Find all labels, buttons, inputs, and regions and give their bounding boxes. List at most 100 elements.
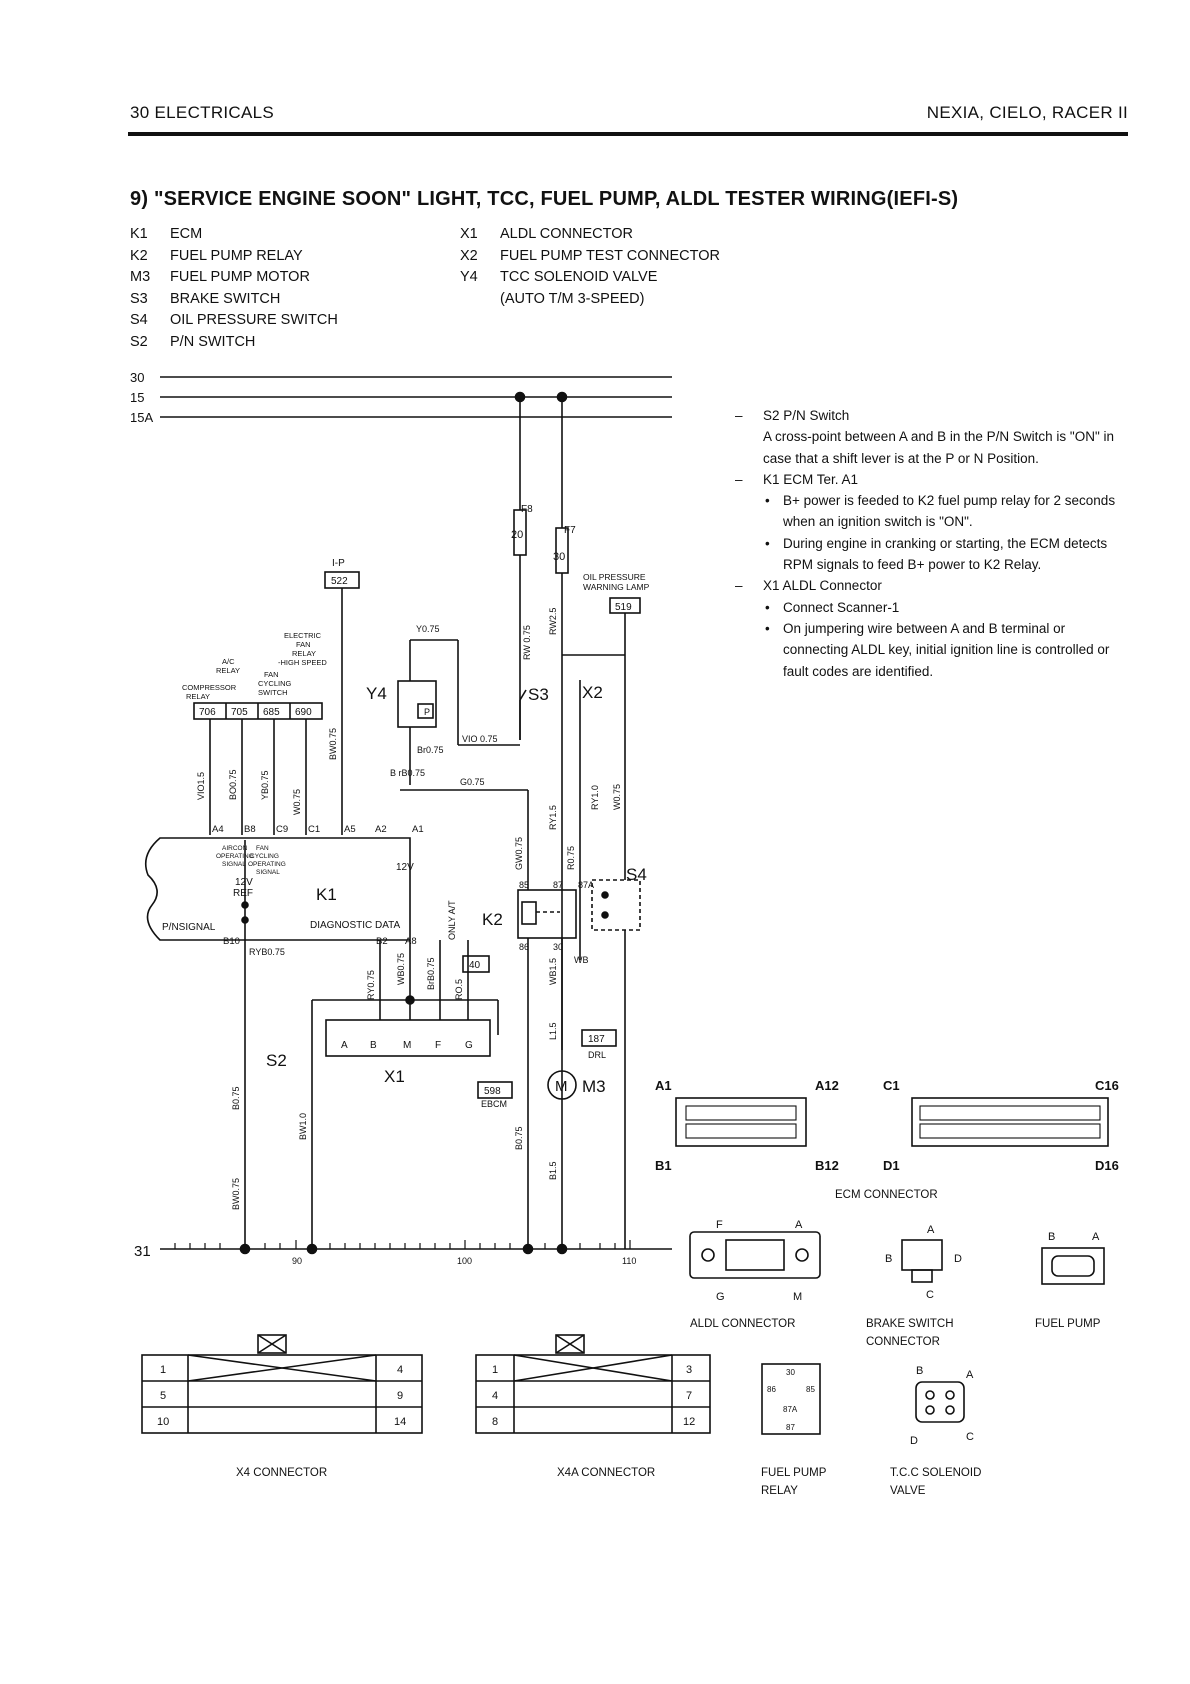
- svg-text:VIO 0.75: VIO 0.75: [462, 734, 498, 744]
- note-x1-bullet: •On jumpering wire between A and B termi…: [765, 620, 1110, 679]
- svg-text:B12: B12: [815, 1158, 839, 1173]
- brake-switch-connector-figure: A B C D BRAKE SWITCH CONNECTOR: [866, 1224, 962, 1348]
- svg-text:B: B: [916, 1365, 923, 1377]
- svg-text:12V: 12V: [396, 862, 414, 873]
- rail-31-label: 31: [134, 1243, 151, 1260]
- svg-text:D1: D1: [883, 1158, 900, 1173]
- svg-text:BW1.0: BW1.0: [298, 1113, 308, 1140]
- rail-30-label: 30: [130, 370, 144, 385]
- svg-text:A12: A12: [815, 1078, 839, 1093]
- ground-110: 110: [622, 1256, 636, 1266]
- svg-text:10: 10: [157, 1416, 169, 1428]
- svg-text:Br0.75: Br0.75: [417, 745, 444, 755]
- note-k1-bullet: •During engine in cranking or starting, …: [765, 535, 1108, 573]
- svg-text:WB0.75: WB0.75: [396, 953, 406, 985]
- x2-label: X2: [582, 683, 603, 702]
- svg-text:8: 8: [492, 1416, 498, 1428]
- svg-text:VIO1.5: VIO1.5: [196, 772, 206, 800]
- svg-text:ONLY A/T: ONLY A/T: [447, 900, 457, 940]
- svg-text:OPERATING: OPERATING: [216, 853, 254, 860]
- svg-text:SIGNAL: SIGNAL: [222, 861, 246, 868]
- svg-text:7: 7: [686, 1390, 692, 1402]
- svg-text:A: A: [966, 1369, 974, 1381]
- svg-text:1: 1: [160, 1364, 166, 1376]
- x1-label: X1: [384, 1067, 405, 1086]
- svg-text:87A: 87A: [578, 880, 594, 890]
- ecm-connector-figure: A1 A12 B1 B12 C1 C16 D1 D16 ECM CONNECTO…: [655, 1078, 1119, 1201]
- svg-text:FUEL PUMP: FUEL PUMP: [1035, 1318, 1101, 1330]
- svg-text:A/C: A/C: [222, 657, 235, 666]
- svg-text:EBCM: EBCM: [481, 1099, 507, 1109]
- svg-text:C9: C9: [276, 824, 288, 835]
- svg-text:ALDL CONNECTOR: ALDL CONNECTOR: [690, 1318, 795, 1330]
- svg-text:P/NSIGNAL: P/NSIGNAL: [162, 922, 216, 933]
- svg-text:RELAY: RELAY: [216, 666, 240, 675]
- svg-text:DIAGNOSTIC DATA: DIAGNOSTIC DATA: [310, 920, 401, 931]
- svg-text:A1: A1: [655, 1078, 672, 1093]
- svg-text:30: 30: [553, 942, 563, 952]
- svg-text:87: 87: [786, 1423, 795, 1432]
- tcc-solenoid-valve-figure: B A D C T.C.C SOLENOID VALVE: [890, 1365, 981, 1497]
- svg-text:CYCLING: CYCLING: [250, 853, 279, 860]
- svg-text:RELAY: RELAY: [761, 1485, 798, 1497]
- ground-rail: 31 90 100 110: [134, 1240, 672, 1266]
- ground-100: 100: [457, 1256, 472, 1266]
- note-s2: –S2 P/N Switch: [735, 408, 850, 423]
- fuses: F8 20 F7 30 RW 0.75 RW2.5: [511, 397, 576, 1249]
- s3-label: S3: [528, 685, 549, 704]
- svg-text:87: 87: [553, 880, 563, 890]
- svg-text:W0.75: W0.75: [292, 789, 302, 815]
- svg-text:RY1.5: RY1.5: [548, 805, 558, 830]
- circuit-notes: –S2 P/N Switch A cross-point between A a…: [735, 405, 1127, 682]
- svg-text:FUEL PUMP: FUEL PUMP: [761, 1467, 827, 1479]
- m3-label: M3: [582, 1077, 606, 1096]
- svg-text:D16: D16: [1095, 1158, 1119, 1173]
- svg-text:BRAKE SWITCH: BRAKE SWITCH: [866, 1318, 954, 1330]
- svg-text:86: 86: [767, 1385, 776, 1394]
- svg-text:685: 685: [263, 707, 280, 718]
- aldl-connector-figure: F A G M ALDL CONNECTOR: [689, 1219, 821, 1330]
- ecm-k1: A4 B8 C9 C1 A5 A2 A1 AIRCON OPERATING SI…: [144, 824, 457, 1249]
- svg-text:20: 20: [511, 529, 523, 541]
- svg-text:RO.5: RO.5: [454, 979, 464, 1000]
- svg-text:86: 86: [519, 942, 529, 952]
- svg-text:B: B: [885, 1253, 892, 1265]
- svg-text:B0.75: B0.75: [231, 1086, 241, 1110]
- svg-text:I-P: I-P: [332, 558, 345, 569]
- svg-text:F7: F7: [564, 525, 576, 536]
- svg-text:85: 85: [806, 1385, 815, 1394]
- page-header-left: 30 ELECTRICALS: [130, 103, 275, 122]
- svg-text:M: M: [793, 1291, 802, 1303]
- k2-label: K2: [482, 910, 503, 929]
- svg-text:4: 4: [492, 1390, 498, 1402]
- svg-text:BW0.75: BW0.75: [328, 728, 338, 760]
- svg-text:A1: A1: [412, 824, 424, 835]
- svg-text:RY0.75: RY0.75: [366, 970, 376, 1000]
- aldl-x1: RY0.75 WB0.75 BrB0.75 RO.5 A B M F G X1 …: [298, 940, 513, 1249]
- svg-text:RYB0.75: RYB0.75: [249, 947, 285, 957]
- svg-text:87A: 87A: [783, 1405, 798, 1414]
- svg-text:WB1.5: WB1.5: [548, 958, 558, 985]
- svg-text:B: B: [370, 1040, 377, 1051]
- power-rails: 30 15 15A: [130, 370, 672, 425]
- note-x1: –X1 ALDL Connector: [735, 578, 882, 594]
- svg-text:OPERATING: OPERATING: [248, 861, 286, 868]
- svg-text:705: 705: [231, 707, 248, 718]
- svg-text:40: 40: [469, 960, 481, 971]
- fuel-pump-relay-k2: K2 85 87 87A 86 30 G0.75 GW0.75 RY1.5 R0…: [400, 777, 594, 1249]
- tcc-solenoid-y4: P Y4 Y0.75 VIO 0.75 Br0.75 B rB0.75: [366, 624, 498, 785]
- svg-text:D: D: [910, 1435, 918, 1447]
- svg-text:706: 706: [199, 707, 216, 718]
- svg-text:WB: WB: [574, 955, 589, 965]
- svg-text:D: D: [954, 1253, 962, 1265]
- oil-pressure-switch-s4: S4: [591, 865, 647, 1249]
- svg-text:WARNING LAMP: WARNING LAMP: [583, 582, 650, 592]
- svg-text:RY1.0: RY1.0: [590, 785, 600, 810]
- svg-text:P: P: [424, 707, 430, 717]
